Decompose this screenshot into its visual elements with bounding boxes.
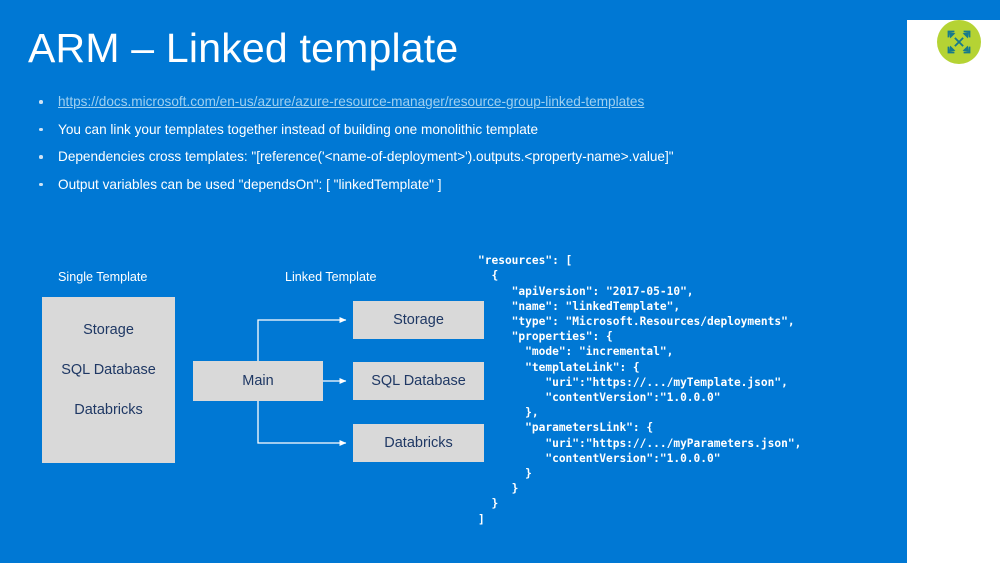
single-template-item-storage: Storage <box>83 322 134 338</box>
bullet-item-1: You can link your templates together ins… <box>36 120 836 139</box>
single-template-label: Single Template <box>58 270 148 284</box>
linked-template-main-box: Main <box>193 361 323 401</box>
linked-template-label: Linked Template <box>285 270 377 284</box>
right-side-panel <box>907 20 1000 563</box>
json-code-snippet: "resources": [ { "apiVersion": "2017-05-… <box>478 254 802 526</box>
page-title: ARM – Linked template <box>28 25 459 71</box>
bullet-dot-icon <box>39 127 43 131</box>
expand-arrows-icon <box>946 29 972 55</box>
bullet-text: Output variables can be used "dependsOn"… <box>58 176 442 192</box>
doc-link[interactable]: https://docs.microsoft.com/en-us/azure/a… <box>58 94 645 109</box>
bullet-dot-icon <box>39 100 43 104</box>
bullet-list: https://docs.microsoft.com/en-us/azure/a… <box>36 92 836 202</box>
single-template-item-databricks: Databricks <box>74 402 143 418</box>
single-template-box: Storage SQL Database Databricks <box>42 297 175 463</box>
linked-template-box-databricks: Databricks <box>353 424 484 462</box>
bullet-text: You can link your templates together ins… <box>58 121 539 137</box>
bullet-dot-icon <box>39 182 43 186</box>
bullet-dot-icon <box>39 155 43 159</box>
single-template-item-sql-database: SQL Database <box>61 362 156 378</box>
bullet-item-0: https://docs.microsoft.com/en-us/azure/a… <box>36 92 836 111</box>
bullet-text: Dependencies cross templates: "[referenc… <box>58 149 674 164</box>
bullet-item-3: Output variables can be used "dependsOn"… <box>36 175 836 194</box>
linked-template-box-sql-database: SQL Database <box>353 362 484 400</box>
bullet-item-2: Dependencies cross templates: "[referenc… <box>36 147 836 166</box>
linked-template-box-storage: Storage <box>353 301 484 339</box>
logo-badge <box>937 20 981 64</box>
